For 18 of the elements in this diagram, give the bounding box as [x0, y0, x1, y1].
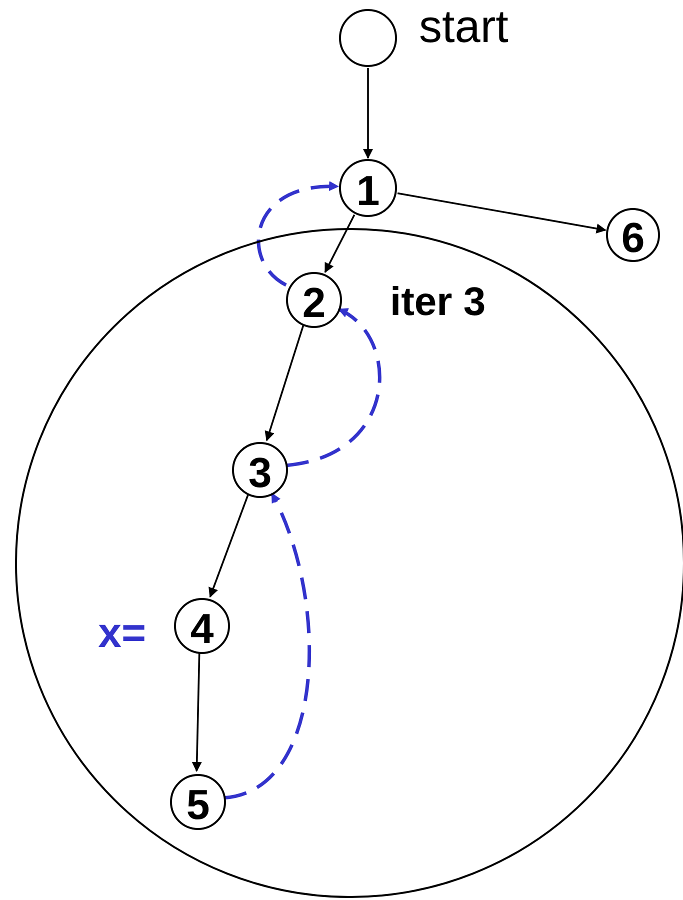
- node-number: 2: [302, 282, 326, 324]
- arrow: [363, 68, 373, 159]
- arrow: [397, 192, 606, 234]
- arrow: [264, 325, 304, 442]
- node-number: 6: [621, 217, 645, 259]
- dashed-arrow: [256, 182, 340, 286]
- dashed-arrow: [286, 308, 382, 468]
- node-number: 5: [186, 784, 210, 826]
- node-caption: start: [419, 3, 508, 49]
- dashed-arrow: [224, 492, 312, 800]
- node-annotation: x=: [98, 612, 146, 654]
- arrow: [324, 214, 356, 274]
- node-number: 3: [248, 452, 272, 494]
- node-number: 1: [356, 170, 380, 212]
- arrow: [192, 652, 202, 772]
- loop-label: iter 3: [390, 282, 486, 322]
- arrow: [208, 494, 249, 598]
- node-number: 4: [190, 608, 214, 650]
